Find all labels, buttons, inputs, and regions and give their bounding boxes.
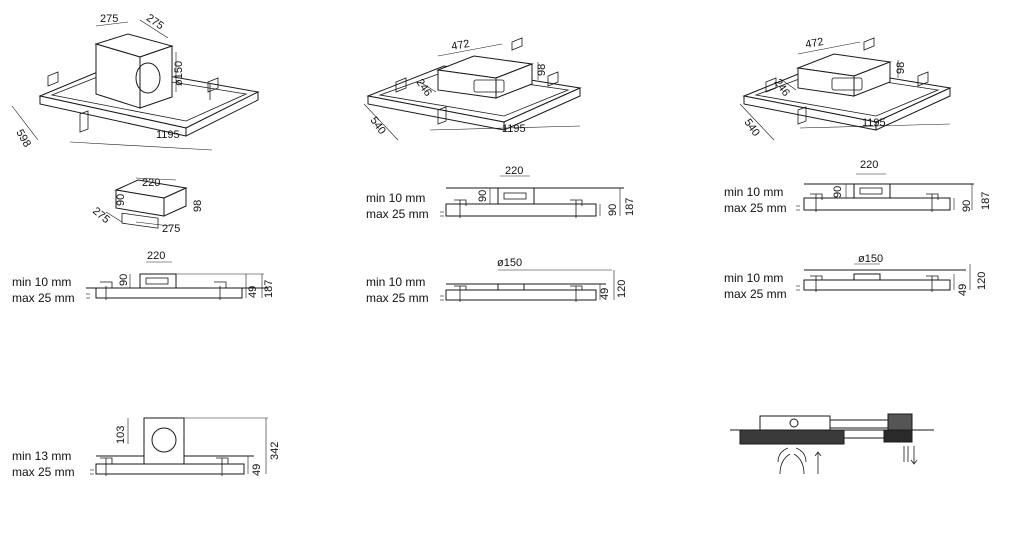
dim-depth: 540 — [742, 117, 762, 139]
dim-top-depth: 275 — [144, 12, 166, 32]
dim-pipe-diameter: ø150 — [173, 61, 185, 86]
dim-width: 1195 — [502, 123, 526, 135]
dim-90: 90 — [832, 186, 844, 198]
dim-top-width: 275 — [100, 13, 118, 25]
dim-187: 187 — [263, 280, 275, 298]
dim-width: 1195 — [156, 129, 180, 141]
dim-120: 120 — [616, 280, 628, 298]
max-gap-label: max 25 mm — [724, 287, 787, 301]
min-gap-label: min 10 mm — [12, 275, 71, 289]
max-gap-label: max 25 mm — [12, 291, 75, 305]
dim-depth: 598 — [13, 128, 33, 150]
min-gap-label: min 13 mm — [12, 449, 71, 463]
max-gap-label: max 25 mm — [12, 465, 75, 479]
dim-150: ø150 — [858, 253, 883, 265]
dim-transition-d: 275 — [90, 205, 112, 226]
min-gap-label: min 10 mm — [366, 191, 425, 205]
dim-220: 220 — [147, 250, 165, 262]
section-c-duct: 220 90 90 187 min 10 mm max 25 mm — [724, 159, 992, 215]
dim-49: 49 — [247, 286, 259, 298]
min-gap-label: min 10 mm — [724, 185, 783, 199]
iso-view-flat-duct-b: 472 246 98 1195 540 — [363, 37, 582, 141]
max-gap-label: max 25 mm — [724, 201, 787, 215]
airflow-schematic — [730, 413, 934, 475]
dim-120: 120 — [976, 272, 988, 290]
dim-90-side: 90 — [961, 200, 973, 212]
section-c-round: ø150 49 120 min 10 mm max 25 mm — [724, 253, 988, 301]
dim-transition-h: 90 — [115, 194, 127, 206]
dim-width: 1195 — [862, 117, 886, 129]
airflow-arrows — [777, 446, 918, 475]
dim-220: 220 — [505, 165, 523, 177]
iso-transition-piece: 220 90 98 275 275 — [90, 177, 204, 235]
dim-342: 342 — [269, 442, 281, 460]
dim-transition-w: 220 — [142, 177, 160, 189]
dim-187: 187 — [980, 192, 992, 210]
dim-49: 49 — [599, 288, 611, 300]
dim-duct-width: 472 — [804, 36, 824, 51]
dim-90: 90 — [118, 274, 130, 286]
section-b-duct: 220 90 90 187 min 10 mm max 25 mm — [366, 165, 636, 221]
dim-49: 49 — [251, 464, 263, 476]
min-gap-label: min 10 mm — [724, 271, 783, 285]
dim-220: 220 — [860, 159, 878, 171]
section-b-round: ø150 49 120 min 10 mm max 25 mm — [366, 257, 628, 305]
min-gap-label: min 10 mm — [366, 275, 425, 289]
dim-150: ø150 — [497, 257, 522, 269]
max-gap-label: max 25 mm — [366, 207, 429, 221]
section-left-duct: 220 90 49 187 min 10 mm max 25 mm — [12, 250, 275, 305]
iso-view-flat-duct-c: 472 246 98 1195 540 — [739, 36, 952, 141]
section-motor-box: 103 49 342 min 13 mm max 25 mm — [12, 417, 281, 479]
dim-187: 187 — [624, 198, 636, 216]
dim-90-side: 90 — [607, 204, 619, 216]
dim-duct-height: 98 — [895, 62, 907, 74]
dim-103: 103 — [115, 426, 127, 444]
iso-view-motor-box: 275 275 ø150 1195 598 — [11, 12, 260, 151]
dim-depth: 540 — [368, 115, 388, 137]
dim-transition-d2: 275 — [162, 223, 180, 235]
max-gap-label: max 25 mm — [366, 291, 429, 305]
dim-90: 90 — [477, 190, 489, 202]
dim-duct-height: 98 — [536, 64, 548, 76]
dim-transition-h2: 98 — [192, 200, 204, 212]
dim-duct-width: 472 — [450, 38, 470, 53]
dim-49: 49 — [957, 284, 969, 296]
